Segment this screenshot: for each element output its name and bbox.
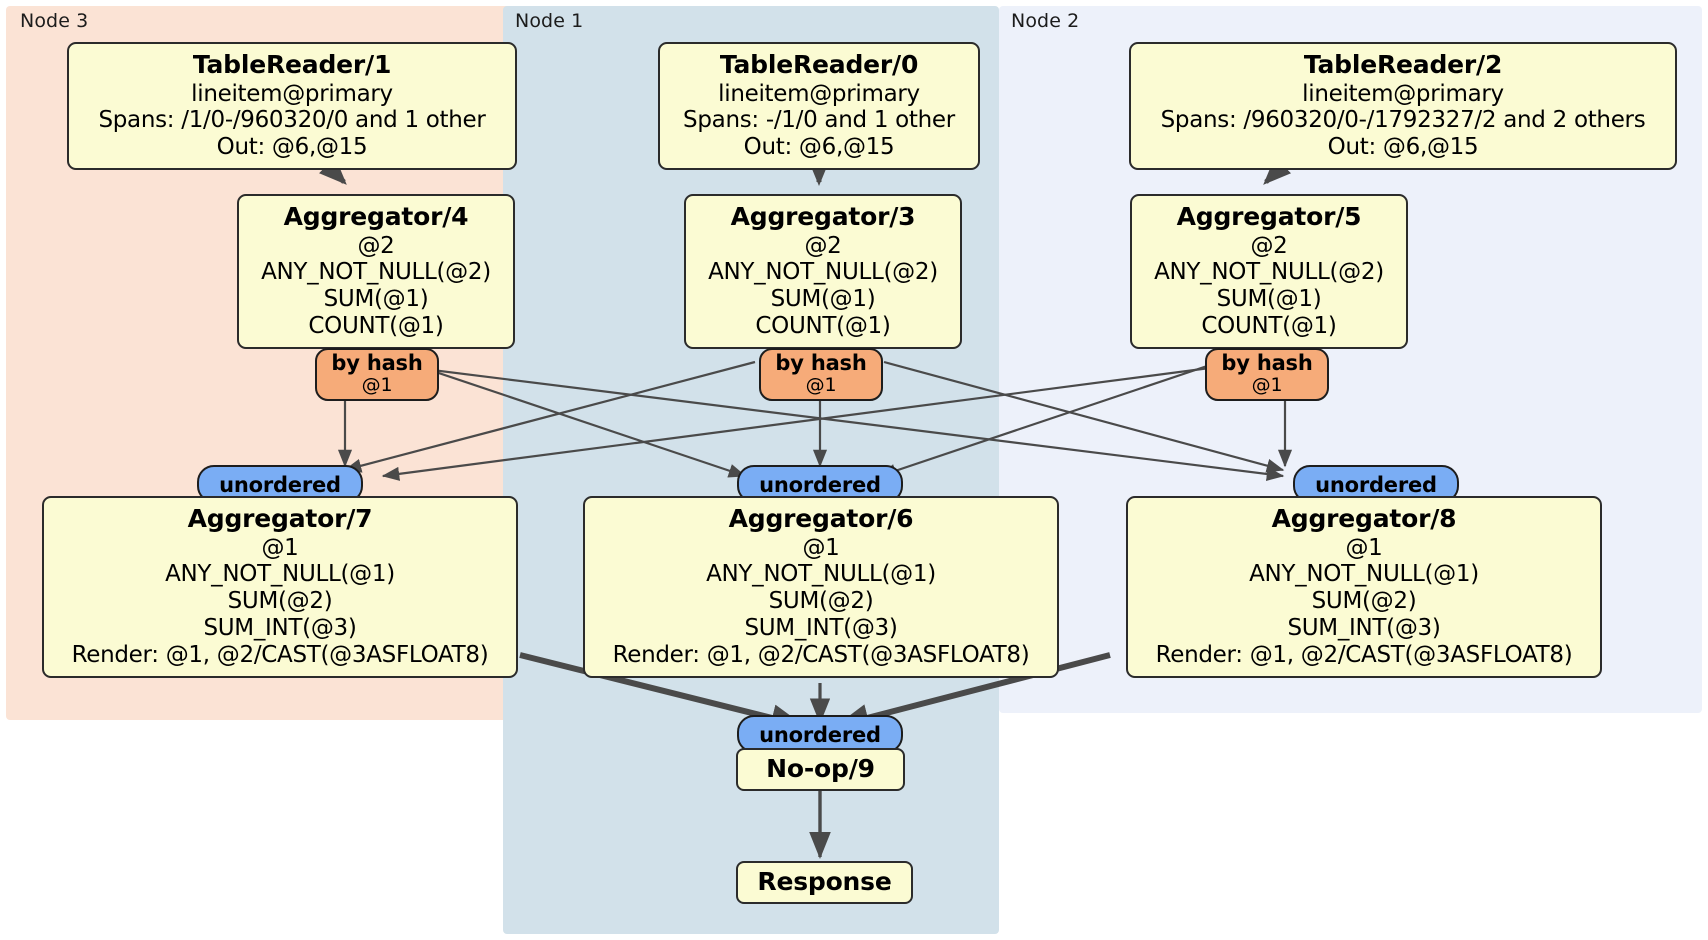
router-column-label: @1 <box>1251 374 1283 397</box>
processor-title: TableReader/2 <box>1303 50 1503 79</box>
processor-detail-line: lineitem@primary <box>1302 80 1504 107</box>
processor-detail-line: lineitem@primary <box>718 80 920 107</box>
processor-detail-line: @1 <box>261 534 299 561</box>
processor-detail-line: @2 <box>357 232 395 259</box>
processor-detail-line: Spans: /960320/0-/1792327/2 and 2 others <box>1160 107 1646 134</box>
synchronizer-label: unordered <box>759 473 881 497</box>
processor-aggregator-4[interactable]: Aggregator/4 @2 ANY_NOT_NULL(@2) SUM(@1)… <box>237 194 515 350</box>
processor-aggregator-8[interactable]: Aggregator/8 @1 ANY_NOT_NULL(@1) SUM(@2)… <box>1126 496 1602 679</box>
processor-aggregator-7[interactable]: Aggregator/7 @1 ANY_NOT_NULL(@1) SUM(@2)… <box>42 496 518 679</box>
processor-detail-line: SUM(@1) <box>1216 286 1322 313</box>
processor-detail-line: Render: @1, @2/CAST(@3ASFLOAT8) <box>612 642 1030 669</box>
synchronizer-label: unordered <box>219 473 341 497</box>
router-by-hash-aggregator5[interactable]: by hash @1 <box>1205 348 1329 401</box>
processor-detail-line: @1 <box>802 534 840 561</box>
processor-detail-line: ANY_NOT_NULL(@1) <box>165 561 395 588</box>
processor-detail-line: SUM(@2) <box>1311 588 1417 615</box>
processor-aggregator-5[interactable]: Aggregator/5 @2 ANY_NOT_NULL(@2) SUM(@1)… <box>1130 194 1408 350</box>
processor-detail-line: @1 <box>1345 534 1383 561</box>
processor-title: No-op/9 <box>766 754 875 783</box>
processor-response[interactable]: Response <box>736 861 913 904</box>
processor-detail-line: @2 <box>804 232 842 259</box>
processor-title: Aggregator/4 <box>283 202 469 231</box>
processor-title: Aggregator/6 <box>728 504 914 533</box>
processor-detail-line: Out: @6,@15 <box>216 134 368 161</box>
processor-aggregator-3[interactable]: Aggregator/3 @2 ANY_NOT_NULL(@2) SUM(@1)… <box>684 194 962 350</box>
processor-tablereader-2[interactable]: TableReader/2 lineitem@primary Spans: /9… <box>1129 42 1677 171</box>
processor-detail-line: COUNT(@1) <box>755 313 891 340</box>
processor-detail-line: SUM_INT(@3) <box>1287 615 1441 642</box>
processor-detail-line: ANY_NOT_NULL(@2) <box>1154 259 1384 286</box>
processor-detail-line: lineitem@primary <box>191 80 393 107</box>
processor-detail-line: SUM_INT(@3) <box>203 615 357 642</box>
processor-aggregator-6[interactable]: Aggregator/6 @1 ANY_NOT_NULL(@1) SUM(@2)… <box>583 496 1059 679</box>
processor-detail-line: Out: @6,@15 <box>743 134 895 161</box>
synchronizer-label: unordered <box>759 723 881 747</box>
processor-detail-line: SUM(@2) <box>227 588 333 615</box>
processor-detail-line: ANY_NOT_NULL(@2) <box>708 259 938 286</box>
processor-detail-line: ANY_NOT_NULL(@2) <box>261 259 491 286</box>
processor-tablereader-0[interactable]: TableReader/0 lineitem@primary Spans: -/… <box>658 42 980 171</box>
processor-detail-line: COUNT(@1) <box>308 313 444 340</box>
synchronizer-label: unordered <box>1315 473 1437 497</box>
processor-detail-line: Render: @1, @2/CAST(@3ASFLOAT8) <box>71 642 489 669</box>
processor-noop-9[interactable]: No-op/9 <box>736 748 905 791</box>
router-kind-label: by hash <box>775 351 867 375</box>
router-by-hash-aggregator3[interactable]: by hash @1 <box>759 348 883 401</box>
router-column-label: @1 <box>361 374 393 397</box>
processor-detail-line: SUM(@1) <box>770 286 876 313</box>
processor-detail-line: Spans: /1/0-/960320/0 and 1 other <box>98 107 486 134</box>
processor-detail-line: ANY_NOT_NULL(@1) <box>1249 561 1479 588</box>
processor-detail-line: SUM(@1) <box>323 286 429 313</box>
node-label-node3: Node 3 <box>20 10 89 32</box>
processor-title: Aggregator/7 <box>187 504 373 533</box>
processor-tablereader-1[interactable]: TableReader/1 lineitem@primary Spans: /1… <box>67 42 517 171</box>
processor-detail-line: Spans: -/1/0 and 1 other <box>683 107 955 134</box>
processor-title: Aggregator/8 <box>1271 504 1457 533</box>
processor-detail-line: ANY_NOT_NULL(@1) <box>706 561 936 588</box>
processor-title: Aggregator/5 <box>1176 202 1362 231</box>
node-label-node1: Node 1 <box>515 10 584 32</box>
processor-detail-line: SUM_INT(@3) <box>744 615 898 642</box>
router-by-hash-aggregator4[interactable]: by hash @1 <box>315 348 439 401</box>
processor-detail-line: Out: @6,@15 <box>1327 134 1479 161</box>
processor-detail-line: COUNT(@1) <box>1201 313 1337 340</box>
processor-title: Response <box>757 867 892 896</box>
processor-title: TableReader/1 <box>192 50 392 79</box>
router-column-label: @1 <box>805 374 837 397</box>
processor-title: Aggregator/3 <box>730 202 916 231</box>
processor-title: TableReader/0 <box>719 50 919 79</box>
router-kind-label: by hash <box>331 351 423 375</box>
router-kind-label: by hash <box>1221 351 1313 375</box>
node-label-node2: Node 2 <box>1011 10 1080 32</box>
processor-detail-line: SUM(@2) <box>768 588 874 615</box>
processor-detail-line: Render: @1, @2/CAST(@3ASFLOAT8) <box>1155 642 1573 669</box>
processor-detail-line: @2 <box>1250 232 1288 259</box>
